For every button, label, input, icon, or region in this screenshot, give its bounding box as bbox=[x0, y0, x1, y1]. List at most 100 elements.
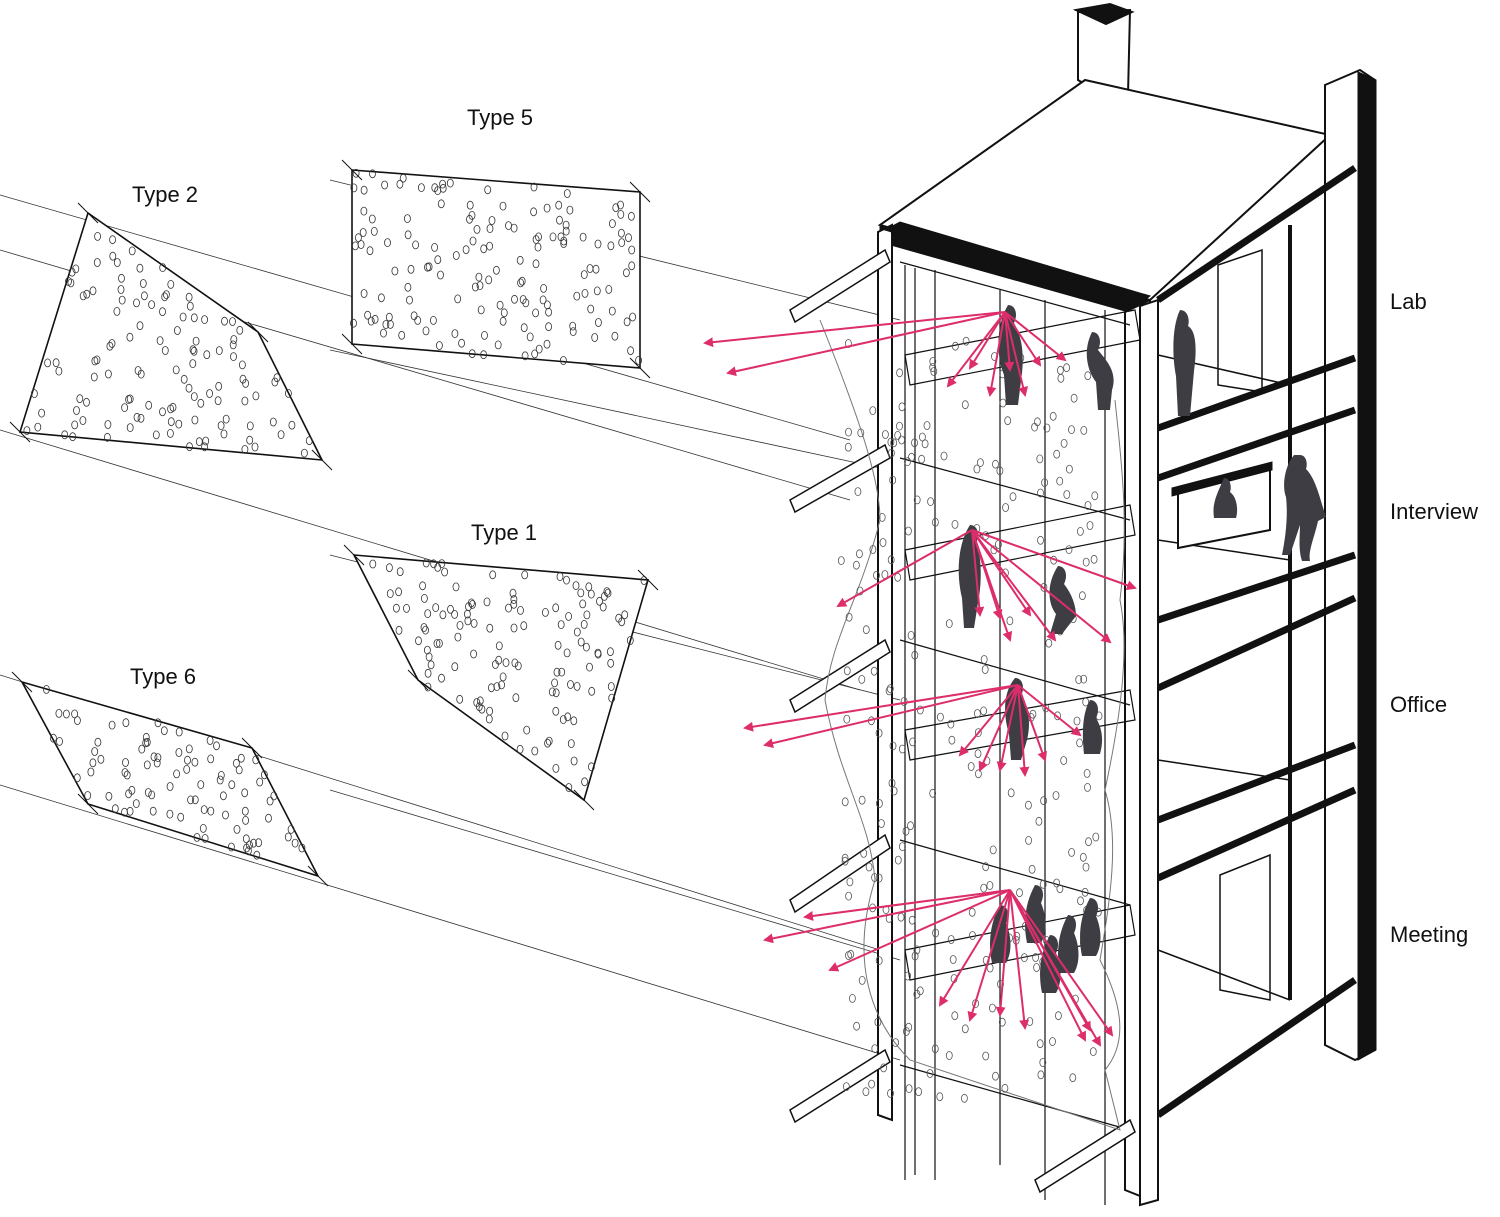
perforation-hole bbox=[206, 736, 214, 745]
perforation-hole bbox=[452, 582, 460, 592]
perforation-hole bbox=[360, 206, 368, 216]
screen-perforation bbox=[880, 1063, 887, 1073]
perforation-hole bbox=[111, 804, 119, 814]
perforation-hole bbox=[118, 295, 126, 305]
perforation-hole bbox=[403, 604, 410, 613]
perforation-hole bbox=[220, 429, 228, 439]
panel-type-1 bbox=[352, 554, 650, 802]
floor-labels: Lab Interview Office Meeting bbox=[1390, 289, 1478, 947]
perforation-hole bbox=[481, 330, 488, 340]
dimension-ticks bbox=[9, 159, 659, 887]
perforation-hole bbox=[439, 179, 447, 189]
perforation-hole bbox=[559, 715, 567, 724]
perforation-hole bbox=[486, 241, 494, 251]
perforation-hole bbox=[156, 336, 164, 346]
perforation-hole bbox=[190, 346, 198, 356]
perforation-hole bbox=[23, 426, 31, 436]
screen-perforation bbox=[947, 719, 955, 729]
screen-perforation bbox=[1039, 1058, 1047, 1067]
perforation-hole bbox=[607, 682, 615, 691]
perforation-hole bbox=[419, 581, 427, 591]
screen-perforation bbox=[845, 891, 852, 901]
screen-perforation bbox=[1083, 769, 1091, 778]
perforation-hole bbox=[149, 806, 157, 816]
screen-perforation bbox=[878, 819, 885, 828]
perforation-hole bbox=[586, 662, 593, 672]
perforation-hole bbox=[386, 589, 394, 598]
screen-perforation bbox=[858, 976, 866, 985]
screen-perforation bbox=[1053, 449, 1061, 459]
perforation-hole bbox=[179, 312, 187, 322]
perforation-hole bbox=[395, 625, 403, 635]
perforation-hole bbox=[260, 770, 268, 780]
screen-perforation bbox=[1090, 554, 1098, 564]
perforation-hole bbox=[542, 608, 549, 617]
sight-line-arrow bbox=[971, 529, 1057, 642]
screen-perforation bbox=[1040, 796, 1047, 806]
screen-perforation bbox=[926, 1069, 934, 1078]
screen-perforation bbox=[1055, 1011, 1062, 1021]
perforation-hole bbox=[545, 322, 552, 332]
screen-perforation bbox=[1069, 1073, 1077, 1083]
screen-perforation bbox=[887, 437, 895, 447]
perforation-hole bbox=[412, 240, 420, 250]
perforation-hole bbox=[510, 223, 518, 233]
perforation-hole bbox=[284, 388, 292, 398]
perforation-hole bbox=[200, 805, 208, 814]
perforation-hole bbox=[523, 725, 531, 735]
perforation-hole bbox=[185, 292, 193, 302]
perforation-hole bbox=[556, 572, 564, 581]
screen-perforation bbox=[1080, 425, 1088, 435]
perforation-hole bbox=[241, 444, 249, 454]
screen-perforation bbox=[980, 883, 988, 893]
perforation-hole bbox=[618, 228, 625, 238]
screen-perforation bbox=[992, 459, 999, 469]
perforation-hole bbox=[229, 317, 236, 326]
perforation-hole bbox=[492, 265, 500, 275]
perforation-hole bbox=[191, 757, 199, 767]
perforation-hole bbox=[144, 788, 152, 797]
perforation-hole bbox=[206, 389, 214, 398]
screen-perforation bbox=[932, 517, 939, 527]
perforation-hole bbox=[121, 403, 128, 413]
perforation-hole bbox=[431, 183, 439, 193]
perforation-hole bbox=[359, 228, 367, 237]
perforation-hole bbox=[298, 843, 306, 853]
perforation-hole bbox=[105, 791, 113, 801]
perforation-hole bbox=[186, 442, 193, 452]
screen-perforation bbox=[856, 549, 863, 559]
perforation-hole bbox=[583, 610, 591, 620]
sight-line-arrow bbox=[978, 684, 1019, 772]
perforation-hole bbox=[56, 737, 63, 746]
screen-perforation bbox=[1049, 411, 1057, 421]
perforation-hole bbox=[219, 791, 227, 801]
perforation-hole bbox=[43, 685, 50, 694]
screen-perforation bbox=[908, 915, 916, 925]
perforation-hole bbox=[551, 678, 558, 688]
perforation-hole bbox=[555, 200, 563, 210]
screen-perforation bbox=[900, 697, 908, 706]
perforation-hole bbox=[499, 201, 507, 211]
perforation-hole bbox=[367, 316, 375, 326]
screen-perforation bbox=[905, 1022, 913, 1032]
screen-perforation bbox=[931, 1044, 939, 1054]
perforation-hole bbox=[269, 417, 277, 427]
screen-perforation bbox=[973, 464, 981, 474]
perforation-hole bbox=[153, 758, 161, 768]
screen-perforation bbox=[1084, 501, 1092, 510]
screen-perforation bbox=[889, 741, 897, 751]
perforation-hole bbox=[154, 718, 162, 728]
perforation-hole bbox=[288, 420, 296, 430]
perforation-hole bbox=[577, 637, 585, 647]
perforation-hole bbox=[554, 640, 562, 650]
perforation-hole bbox=[73, 406, 80, 415]
perforation-hole bbox=[567, 680, 574, 689]
perforation-hole bbox=[583, 642, 590, 652]
perforation-hole bbox=[148, 790, 156, 800]
perforation-hole bbox=[55, 709, 63, 718]
perforation-hole bbox=[87, 767, 95, 777]
perforation-hole bbox=[607, 241, 615, 251]
sight-line-arrow bbox=[971, 529, 1013, 642]
screen-perforation bbox=[1081, 887, 1089, 897]
screen-perforation bbox=[968, 907, 976, 917]
